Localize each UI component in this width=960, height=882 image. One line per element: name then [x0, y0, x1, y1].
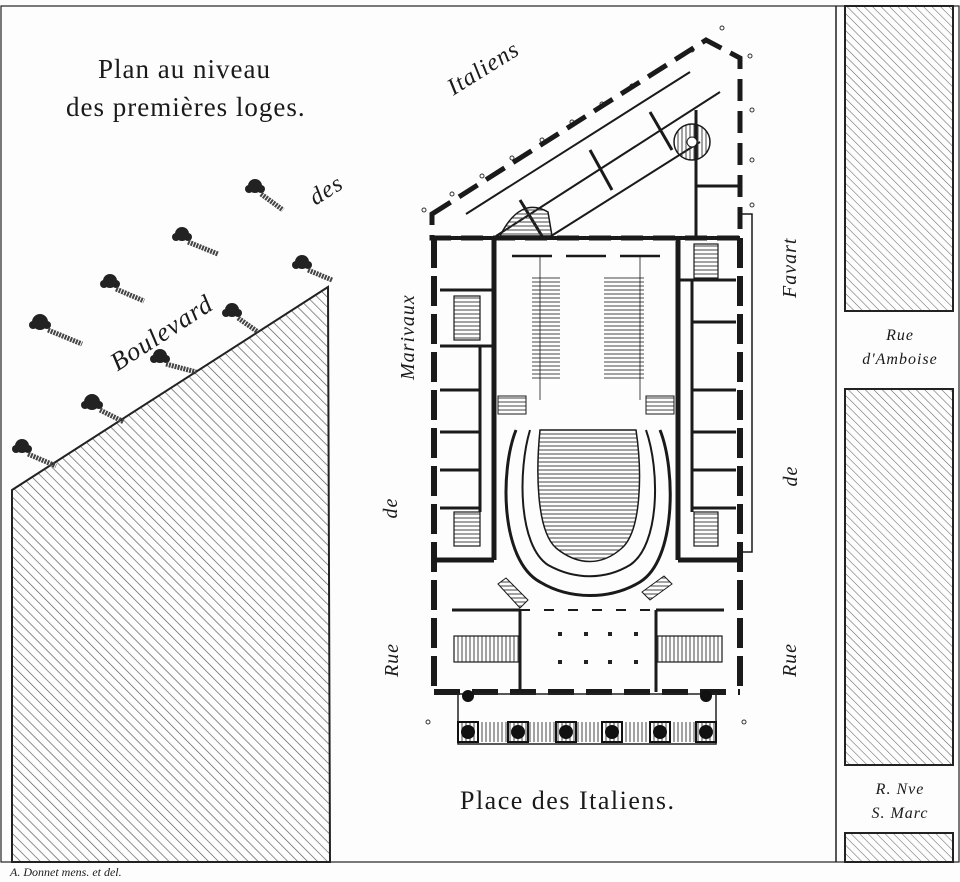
boulevard-trees: [12, 179, 333, 469]
right-block-top: [844, 5, 954, 312]
street-label-marivaux-rue: Rue: [381, 642, 403, 678]
rear-wing: [429, 37, 743, 241]
main-building: [431, 213, 753, 695]
street-label-favart-de: de: [780, 465, 802, 487]
street-label-amboise-1: Rue: [886, 327, 914, 344]
left-city-block: [11, 285, 332, 863]
right-block-bottom: [844, 832, 954, 863]
street-label-saint-marc-2: S. Marc: [871, 805, 929, 822]
street-label-marivaux-de: de: [380, 497, 402, 519]
sheet-frame: [0, 5, 960, 863]
plan-title-line-2: des premières loges.: [66, 92, 306, 122]
portico: [457, 690, 717, 745]
street-label-saint-marc-1: R. Nve: [875, 781, 925, 798]
place-label: Place des Italiens.: [460, 786, 676, 815]
street-label-favart: Favart: [779, 237, 801, 298]
street-label-amboise-2: d'Amboise: [862, 351, 938, 368]
street-label-marivaux: Marivaux: [397, 294, 419, 380]
engraver-credit: A. Donnet mens. et del.: [10, 865, 122, 879]
plan-title-line-1: Plan au niveau: [98, 54, 271, 84]
right-block-middle: [844, 388, 954, 766]
street-label-favart-rue: Rue: [779, 642, 801, 678]
